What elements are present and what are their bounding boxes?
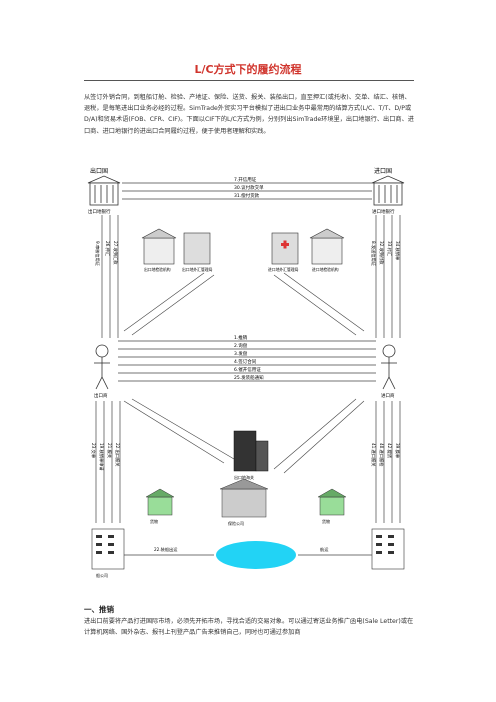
bottom-left-building	[91, 528, 125, 570]
goods-import-label: 货物	[322, 518, 330, 524]
right-vertical-1: 8.发送信用证	[370, 241, 377, 267]
export-bank-icon	[87, 175, 121, 206]
customs-label: 出口地海关	[234, 474, 254, 480]
warehouse-right	[317, 488, 347, 516]
center-flow-4: 4.签订合同	[234, 358, 257, 365]
ocean-shape	[216, 541, 296, 569]
right-low-vertical-1: 41.进口报关	[370, 443, 377, 466]
import-bank-icon	[371, 175, 405, 206]
center-flow-6: 25.发装船通知	[234, 374, 264, 381]
right-low-vertical-4: 39.换单	[394, 443, 401, 458]
exporter-figure	[94, 344, 110, 390]
customs-tower	[233, 430, 269, 472]
building-import-forex	[271, 232, 299, 265]
left-low-vertical-2: 19.核销单申请	[98, 443, 105, 471]
left-low-vertical-1: 23.交单	[90, 443, 97, 458]
center-flow-2: 2.询盘	[234, 342, 248, 349]
intro-paragraph: 从签订外销合同，到租船订舱、检验、产地证、保险、送货、报关、装船出口，直至押汇(…	[84, 94, 414, 135]
building-label-1: 出口地检验机构	[144, 267, 171, 272]
right-vertical-2: 32.收到付款	[378, 241, 385, 265]
left-low-vertical-4: 22.出口报关	[114, 443, 121, 466]
carrier-label-left: 船公司	[96, 572, 108, 578]
bottom-right-building	[371, 528, 405, 570]
import-country-label: 进口国	[374, 167, 392, 175]
center-flow-3: 3.发盘	[234, 350, 248, 357]
exporter-label: 出口商	[94, 392, 108, 399]
export-bank-label: 出口地银行	[88, 208, 111, 215]
insurance-label: 保险公司	[228, 520, 244, 526]
top-flow-3: 31.偿付货款	[234, 192, 260, 199]
insurance-building	[219, 478, 269, 518]
import-bank-label: 进口地银行	[372, 208, 395, 215]
warehouse-left	[145, 488, 175, 516]
ship-label-2: 航运	[320, 546, 329, 553]
building-label-3: 进口地外汇管理局	[268, 267, 299, 272]
lc-flow-diagram: 出口国 进口国 出口地银行 进口地银行 7.开信用证 30.议付款交单 31.偿…	[87, 167, 405, 578]
left-low-vertical-3: 21.报关	[106, 443, 113, 458]
top-flow-2: 30.议付款交单	[234, 184, 264, 191]
center-flow-5: 6.催开信用证	[234, 366, 261, 373]
importer-figure	[381, 344, 397, 390]
left-vertical-1: 9.审核信用证	[94, 241, 101, 267]
top-flow-1: 7.开信用证	[234, 176, 257, 183]
right-low-vertical-3: 42.提货	[386, 443, 393, 458]
left-vertical-3: 27.收到汇款	[112, 241, 119, 265]
right-vertical-4: 34.核销单	[394, 241, 401, 260]
building-export-forex	[183, 232, 211, 265]
right-vertical-3: 33.付汇	[386, 241, 393, 256]
section-heading: 一、推销	[84, 605, 114, 614]
building-export-inspection	[141, 228, 177, 265]
title-rule	[84, 80, 414, 81]
building-label-4: 进口地检验机构	[312, 267, 339, 272]
ship-label: 22.装船出运	[154, 546, 178, 553]
export-country-label: 出口国	[90, 167, 108, 175]
page-title: L/C方式下的履约流程	[194, 63, 302, 76]
importer-label: 进口商	[381, 392, 395, 399]
left-vertical-2: 26.押汇	[104, 241, 111, 256]
building-label-2: 出口地外汇管理局	[182, 267, 213, 272]
goods-export-label: 货物	[150, 518, 158, 524]
building-import-inspection	[309, 228, 345, 265]
right-low-vertical-2: 40.进口报检	[378, 443, 385, 467]
section-body: 进出口前要将产品打进国际市场，必须先开拓市场，寻找合适的交易对象。可以通过寄送业…	[84, 618, 414, 637]
center-flow-1: 1.推销	[234, 334, 248, 341]
